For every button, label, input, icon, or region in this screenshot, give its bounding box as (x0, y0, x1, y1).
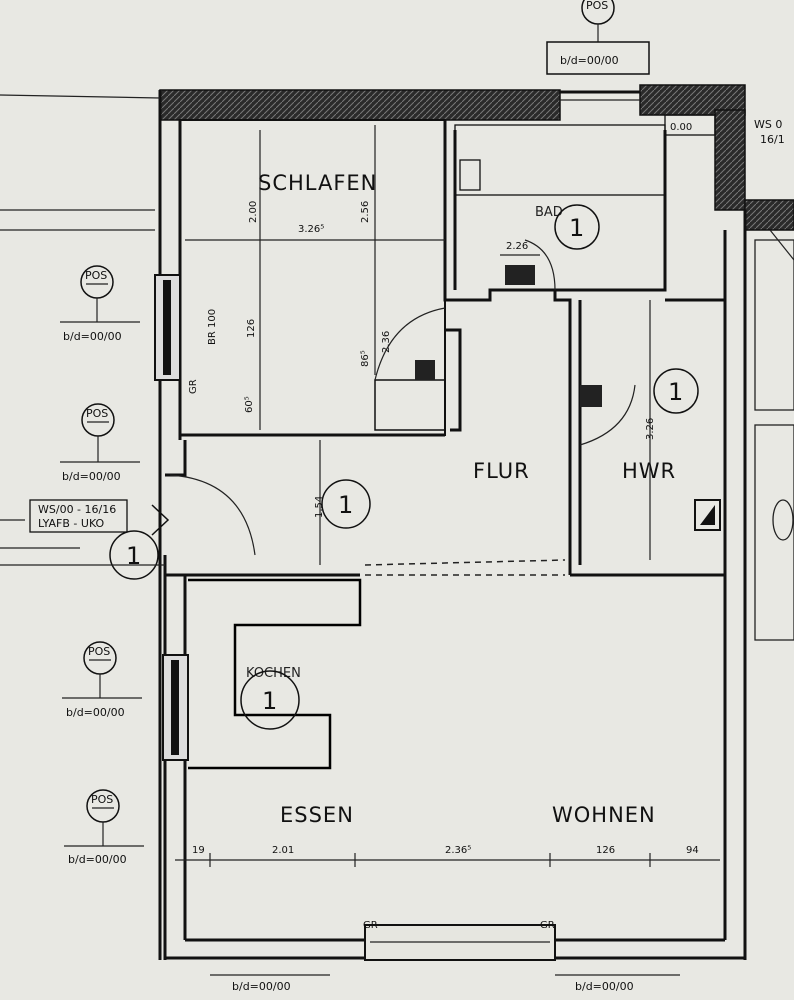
bd-label-bottom-right: b/d=00/00 (575, 980, 634, 993)
dim-hwr-height: 3.26 (645, 418, 656, 440)
svg-text:1: 1 (338, 491, 353, 519)
svg-text:b/d=00/00: b/d=00/00 (560, 54, 619, 67)
dim-schlafen-left-height: 2.00 (248, 201, 259, 223)
dim-window-60: 60⁵ (244, 396, 255, 413)
dim-flur-154: 1.54 (314, 496, 325, 518)
svg-text:LYAFB - UKO: LYAFB - UKO (38, 517, 105, 530)
gr-label-left: GR (188, 379, 199, 394)
room-label-hwr: HWR (622, 459, 676, 483)
interior-walls (163, 114, 725, 577)
gr-label-bottom-1: GR (363, 920, 378, 931)
dim-window-126: 126 (246, 319, 257, 338)
marker-hwr: 1 (653, 368, 699, 414)
dim-bottom-201: 2.01 (272, 845, 294, 856)
pos-tag-1: POS b/d=00/00 (60, 265, 140, 343)
dim-window-br: BR 100 (207, 309, 218, 345)
svg-text:1: 1 (262, 687, 277, 715)
svg-text:b/d=00/00: b/d=00/00 (62, 470, 121, 483)
svg-text:16/1: 16/1 (760, 133, 785, 146)
svg-text:b/d=00/00: b/d=00/00 (68, 853, 127, 866)
dim-door-236: 2.36 (381, 331, 392, 353)
marker-bad: 1 (554, 204, 600, 250)
dim-top-right-000: 0.00 (670, 122, 692, 133)
dim-bottom-94: 94 (686, 845, 699, 856)
svg-text:1: 1 (126, 542, 141, 570)
gr-label-bottom-2: GR (540, 920, 555, 931)
dim-bottom-126: 126 (596, 845, 615, 856)
margin-ticks (0, 94, 165, 566)
svg-text:1: 1 (668, 378, 683, 406)
kitchen-counter (188, 578, 362, 770)
pos-tag-4: POS b/d=00/00 (64, 789, 144, 866)
right-step-wall (744, 199, 794, 231)
room-label-schlafen: SCHLAFEN (258, 171, 377, 195)
top-wall-left (159, 89, 561, 121)
svg-text:POS: POS (86, 407, 108, 420)
room-label-wohnen: WOHNEN (552, 803, 656, 827)
ws-top-right: WS 0 16/1 (754, 118, 785, 146)
pos-tag-top: POS b/d=00/00 (546, 0, 650, 75)
room-label-bad: BAD (535, 205, 563, 220)
marker-entry: 1 (109, 530, 159, 580)
room-label-kochen: KOCHEN (246, 666, 301, 681)
marker-flur: 1 (321, 479, 371, 529)
dim-bottom-19: 19 (192, 845, 205, 856)
windows (154, 274, 556, 961)
ws-box: WS/00 - 16/16 LYAFB - UKO (29, 499, 170, 536)
svg-text:POS: POS (91, 793, 113, 806)
right-upper-wall (714, 109, 746, 211)
dim-schlafen-width: 3.26⁵ (298, 224, 324, 235)
dim-bad-width: 2.26 (506, 241, 528, 252)
dim-door-86: 86⁵ (360, 350, 371, 367)
dimension-lines (175, 125, 720, 867)
room-label-flur: FLUR (473, 459, 530, 483)
svg-text:POS: POS (586, 0, 608, 12)
fixtures (415, 229, 794, 641)
svg-text:POS: POS (85, 269, 107, 282)
svg-text:WS 0: WS 0 (754, 118, 782, 131)
room-label-essen: ESSEN (280, 803, 354, 827)
svg-text:WS/00 - 16/16: WS/00 - 16/16 (38, 503, 116, 516)
dim-bottom-236: 2.36⁵ (445, 845, 471, 856)
door-swings (169, 239, 636, 556)
svg-text:b/d=00/00: b/d=00/00 (63, 330, 122, 343)
svg-text:POS: POS (88, 645, 110, 658)
pos-tag-2: POS b/d=00/00 (60, 403, 140, 483)
svg-text:b/d=00/00: b/d=00/00 (66, 706, 125, 719)
bd-label-bottom-left: b/d=00/00 (232, 980, 291, 993)
marker-circles: 1 1 1 1 1 (109, 204, 699, 730)
marker-kochen: 1 (240, 670, 300, 730)
svg-text:1: 1 (569, 214, 584, 242)
dim-schlafen-right-height: 2.56 (360, 201, 371, 223)
pos-tag-3: POS b/d=00/00 (62, 641, 142, 719)
